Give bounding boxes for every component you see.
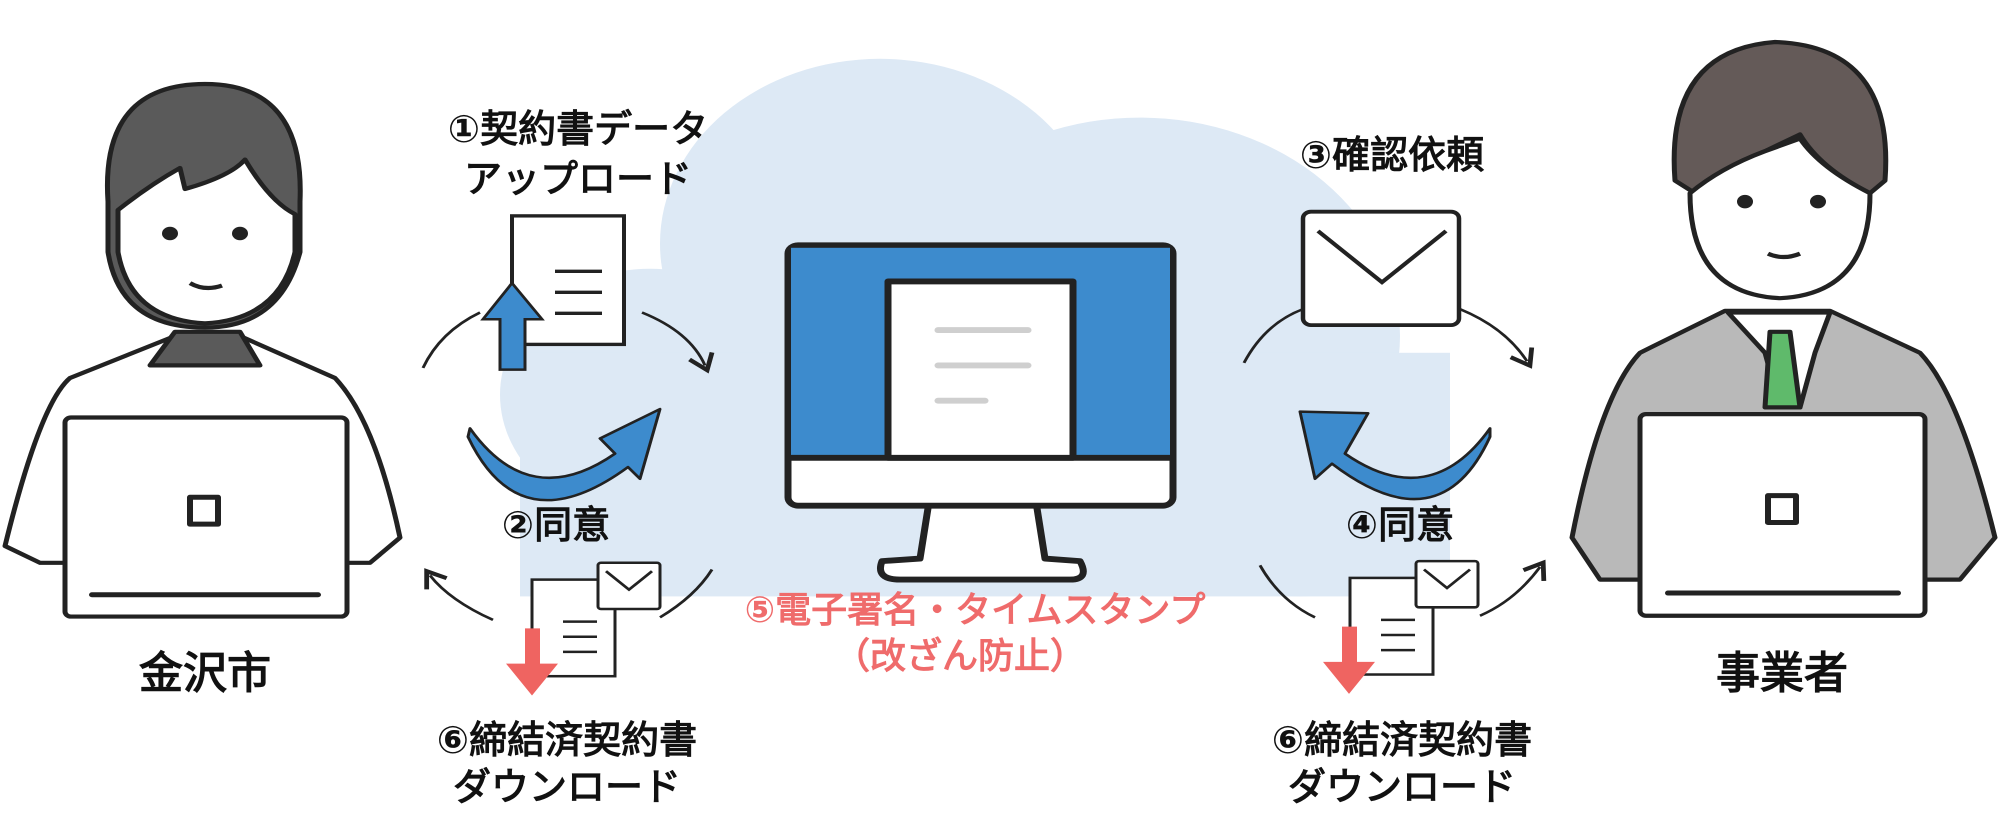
flow-arc-left-lower-a xyxy=(424,568,494,622)
step6-left-line1: ⑥締結済契約書 xyxy=(437,718,697,762)
step5-label-line1: ⑤電子署名・タイムスタンプ xyxy=(745,590,1206,631)
flow-arc-left-upper-b xyxy=(641,311,715,374)
envelope-icon xyxy=(1414,559,1480,609)
cycle-arrow-icon-left xyxy=(466,407,662,502)
illustration-layer xyxy=(2,39,1998,696)
envelope-icon-large xyxy=(1300,209,1462,327)
document-upload-icon xyxy=(480,214,626,371)
monitor-icon xyxy=(784,242,1177,583)
flow-arc-right-lower-b xyxy=(1479,559,1547,617)
flow-arc-right-lower-a xyxy=(1258,564,1316,619)
flow-arc-right-upper-b xyxy=(1459,307,1535,369)
step4-label: ④同意 xyxy=(1346,503,1454,547)
actor-label-business: 事業者 xyxy=(1716,648,1848,699)
step6-right-line1: ⑥締結済契約書 xyxy=(1272,718,1532,762)
flow-arc-left-upper-a xyxy=(421,311,481,369)
envelope-icon xyxy=(596,561,662,611)
step1-label-line1: ①契約書データ xyxy=(448,107,708,151)
step3-label: ③確認依頼 xyxy=(1300,133,1485,177)
step5-label-line2: （改ざん防止） xyxy=(834,635,1086,677)
actor-label-city: 金沢市 xyxy=(138,648,271,699)
flow-arc-left-lower-b xyxy=(659,568,714,619)
flow-arc-right-upper-a xyxy=(1242,307,1304,364)
step2-label: ②同意 xyxy=(502,503,610,547)
step6-right-line2: ダウンロード xyxy=(1288,765,1516,809)
cycle-arrow-icon-right xyxy=(1298,410,1492,501)
document-download-icon-right xyxy=(1323,559,1480,694)
document-download-icon-left xyxy=(506,561,662,696)
city-staff-illustration xyxy=(2,81,403,619)
business-operator-illustration xyxy=(1569,39,1998,618)
step6-left-line2: ダウンロード xyxy=(453,765,681,809)
step1-label-line2: アップロード xyxy=(464,157,692,201)
